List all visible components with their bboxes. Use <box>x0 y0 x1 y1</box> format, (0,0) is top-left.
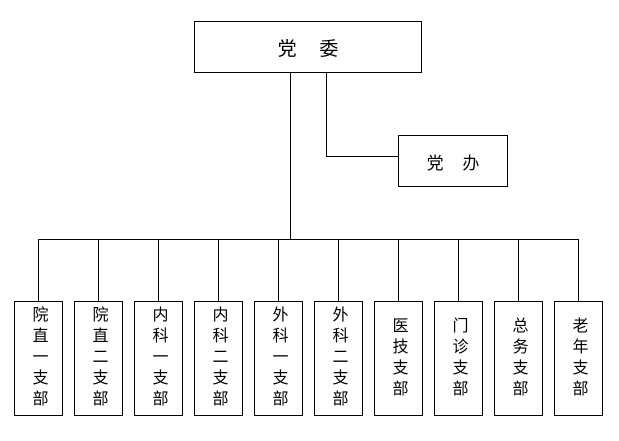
branch-node: 医技支部 <box>374 301 423 416</box>
branch-node: 外科一支部 <box>254 301 303 416</box>
branch-label: 院直一支部 <box>29 306 49 411</box>
branch-node: 门诊支部 <box>434 301 483 416</box>
branch-label: 院直二支部 <box>89 306 109 411</box>
branch-node: 内科一支部 <box>134 301 183 416</box>
branch-drop-line <box>458 239 459 301</box>
branch-node: 总务支部 <box>494 301 543 416</box>
branch-node: 内科二支部 <box>194 301 243 416</box>
branch-label: 外科一支部 <box>269 306 289 411</box>
branch-drop-line <box>518 239 519 301</box>
branch-drop-line <box>338 239 339 301</box>
branch-drop-line <box>38 239 39 301</box>
office-node: 党办 <box>398 135 508 187</box>
office-node-label: 党办 <box>426 153 499 174</box>
branch-drop-line <box>218 239 219 301</box>
branch-label: 内科一支部 <box>149 306 169 411</box>
root-node-label: 党委 <box>277 37 362 60</box>
office-connector-line <box>326 156 398 157</box>
branch-label: 门诊支部 <box>449 316 469 401</box>
branch-node: 外科二支部 <box>314 301 363 416</box>
office-branch-line <box>326 73 327 157</box>
branch-drop-line <box>98 239 99 301</box>
branch-drop-line <box>398 239 399 301</box>
branch-label: 医技支部 <box>389 316 409 401</box>
branch-label: 总务支部 <box>509 316 529 401</box>
branch-drop-line <box>278 239 279 301</box>
branch-bus-line <box>38 239 579 240</box>
root-node-party-committee: 党委 <box>194 21 422 73</box>
branch-drop-line <box>578 239 579 301</box>
root-trunk-line <box>290 73 291 239</box>
branch-node: 老年支部 <box>554 301 603 416</box>
branch-label: 内科二支部 <box>209 306 229 411</box>
branch-node: 院直二支部 <box>74 301 123 416</box>
branch-label: 外科二支部 <box>329 306 349 411</box>
branch-node: 院直一支部 <box>14 301 63 416</box>
branch-drop-line <box>158 239 159 301</box>
branch-label: 老年支部 <box>569 316 589 401</box>
